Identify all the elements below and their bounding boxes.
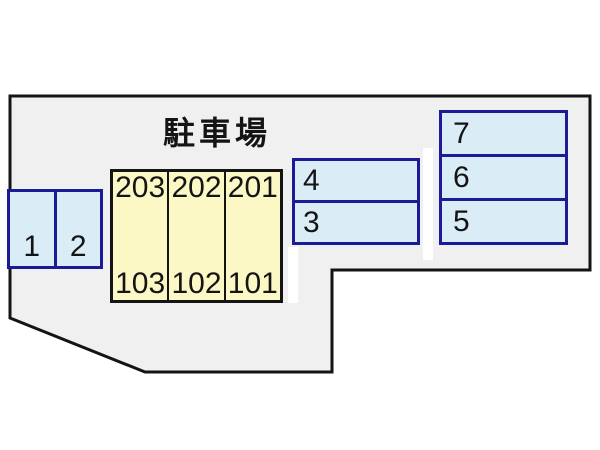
stall-5: 5 — [442, 198, 565, 242]
stall-201-label: 201 — [227, 171, 278, 204]
stall-3: 3 — [295, 200, 417, 242]
stall-101-label: 101 — [227, 267, 278, 300]
stall-4-label: 4 — [303, 163, 320, 197]
building-column-left: 203 103 — [113, 172, 167, 300]
erase-mark — [423, 148, 433, 260]
lot-title: 駐車場 — [163, 115, 272, 151]
stall-2-label: 2 — [69, 230, 87, 263]
stall-group-5-6-7: 7 6 5 — [439, 110, 568, 245]
stall-7: 7 — [442, 113, 565, 154]
stall-2: 2 — [53, 192, 101, 266]
stall-3-label: 3 — [303, 205, 320, 239]
stall-1-label: 1 — [23, 230, 41, 263]
stall-6: 6 — [442, 154, 565, 198]
stall-203-label: 203 — [115, 171, 166, 204]
stall-6-label: 6 — [453, 160, 470, 194]
stall-103-label: 103 — [115, 267, 166, 300]
stall-202-label: 202 — [171, 171, 222, 204]
building-column-middle: 202 102 — [167, 172, 223, 300]
building-column-right: 201 101 — [223, 171, 280, 300]
stall-4: 4 — [295, 161, 417, 200]
stall-group-1-2: 1 2 — [7, 189, 103, 269]
erase-mark — [288, 247, 298, 303]
stall-5-label: 5 — [453, 204, 470, 238]
stall-group-3-4: 4 3 — [292, 158, 420, 245]
stall-1: 1 — [10, 192, 54, 266]
stall-7-label: 7 — [453, 116, 470, 150]
stall-102-label: 102 — [171, 267, 222, 300]
stall-group-building: 203 103 202 102 201 101 — [110, 169, 283, 303]
